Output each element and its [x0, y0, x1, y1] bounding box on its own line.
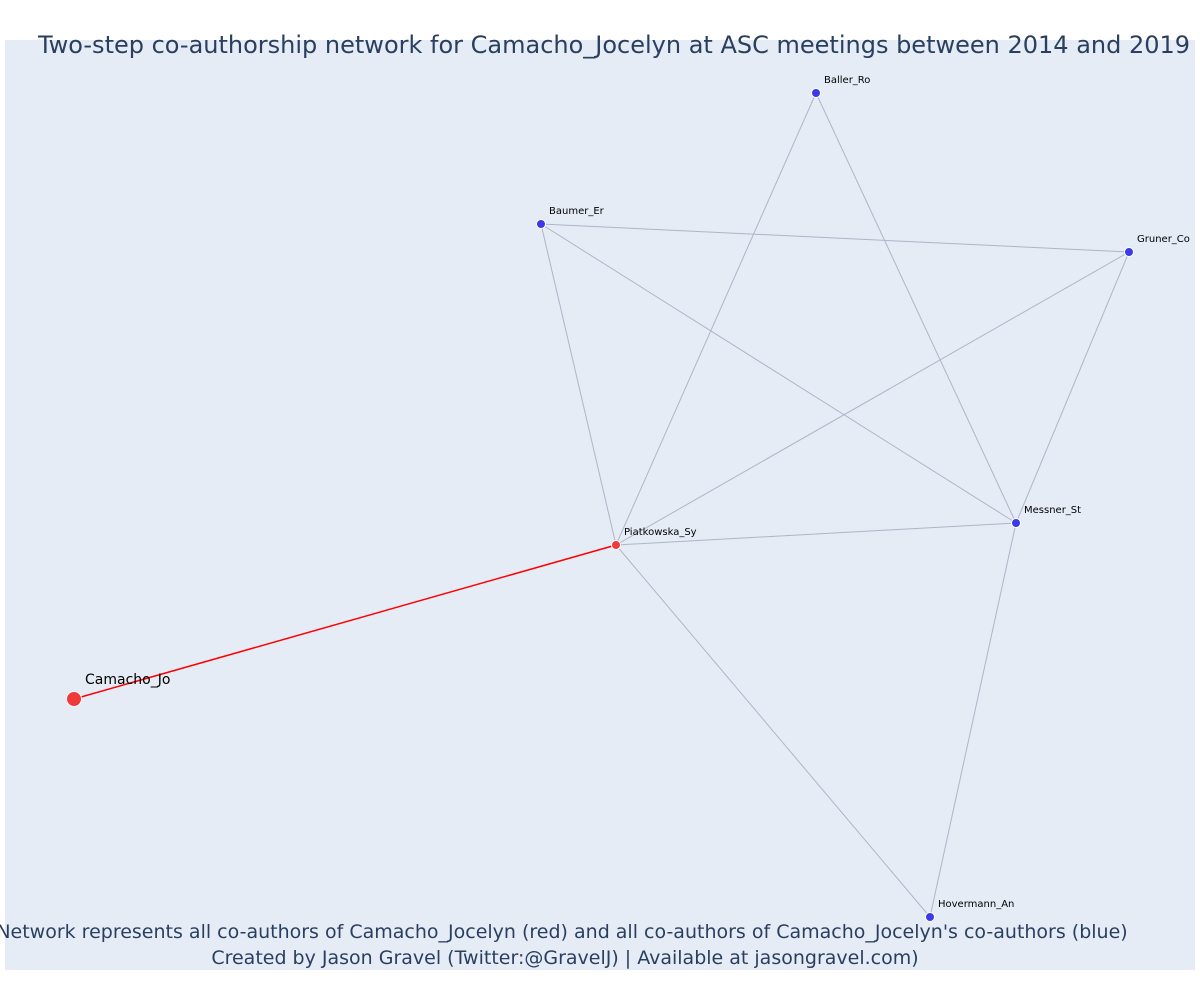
edge-baumer-gruner: [540, 223, 1130, 253]
caption-line-1: Network represents all co-authors of Cam…: [0, 921, 1128, 943]
node-messner[interactable]: [1011, 518, 1021, 528]
edge-piatkowska-messner: [615, 522, 1017, 546]
caption-line-2: Created by Jason Gravel (Twitter:@Gravel…: [211, 947, 918, 969]
edge-piatkowska-gruner: [615, 251, 1130, 546]
node-camacho[interactable]: [66, 691, 82, 707]
chart-title: Two-step co-authorship network for Camac…: [37, 31, 1190, 59]
node-gruner[interactable]: [1124, 247, 1134, 257]
node-label-messner: Messner_St: [1024, 505, 1081, 516]
edge-piatkowska-hovermann: [615, 544, 931, 918]
node-label-piatkowska: Piatkowska_Sy: [624, 527, 697, 538]
edge-baumer-messner: [540, 223, 1017, 524]
labels-layer: Camacho_Jo Piatkowska_Sy Baller_RoBaumer_E…: [85, 75, 1190, 910]
node-label-baller: Baller_Ro: [824, 75, 870, 86]
edge-baller-messner: [815, 92, 1017, 524]
node-hovermann[interactable]: [925, 912, 935, 922]
node-baller[interactable]: [811, 88, 821, 98]
edge-piatkowska-baumer: [540, 223, 617, 546]
edge-messner-hovermann: [929, 522, 1017, 918]
edge-camacho-piatkowska: [73, 544, 617, 700]
plot-area: [5, 40, 1195, 970]
node-piatkowska[interactable]: [611, 540, 621, 550]
edge-piatkowska-baller: [615, 92, 817, 546]
edge-gruner-messner: [1015, 251, 1130, 524]
node-label-hovermann: Hovermann_An: [938, 899, 1014, 910]
node-label-camacho: Camacho_Jo: [85, 672, 170, 688]
node-label-baumer: Baumer_Er: [549, 206, 605, 217]
node-baumer[interactable]: [536, 219, 546, 229]
nodes-layer: [66, 88, 1134, 922]
edges-layer: [73, 92, 1130, 918]
node-label-gruner: Gruner_Co: [1137, 234, 1190, 245]
